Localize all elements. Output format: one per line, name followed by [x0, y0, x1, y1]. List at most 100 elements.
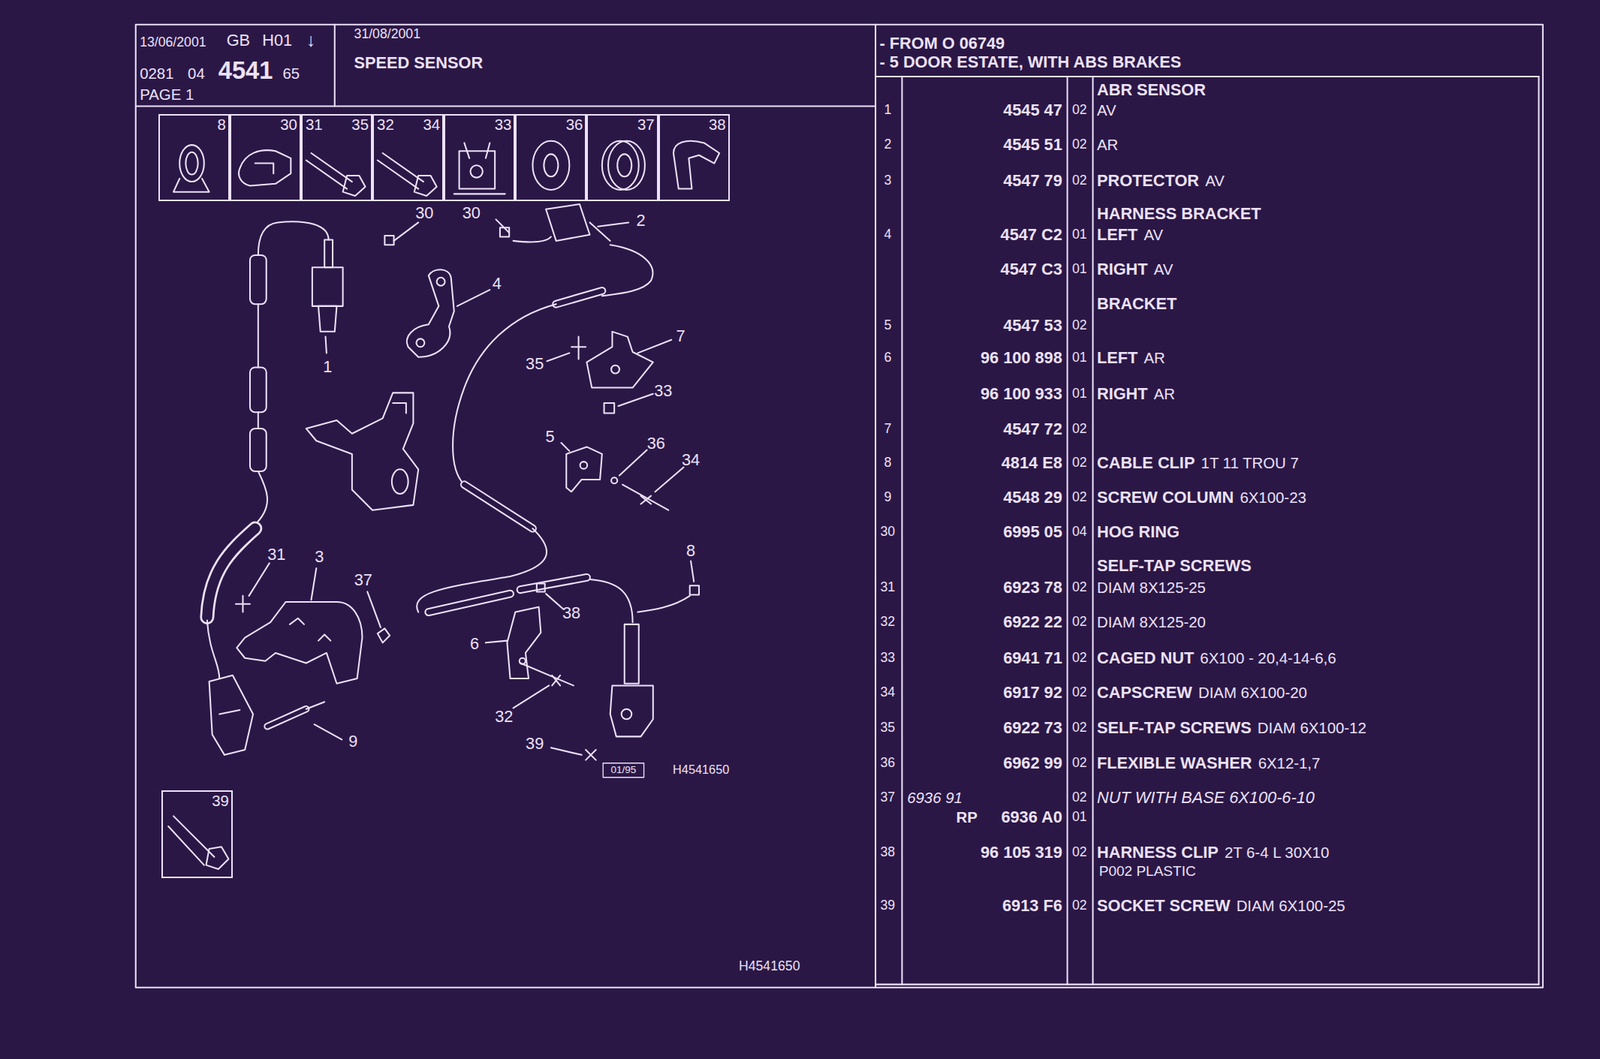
header-field: 04 — [187, 65, 205, 82]
parts-table-cell: AV — [1205, 171, 1225, 189]
callout-number: 30 — [462, 204, 481, 223]
parts-table-cell: 30 — [880, 525, 896, 540]
header-field: 65 — [282, 65, 300, 82]
parts-table-cell: 4547 C2 — [1000, 225, 1063, 245]
parts-table-cell: ABR SENSOR — [1096, 81, 1206, 100]
parts-table-cell: 4545 51 — [1003, 135, 1063, 154]
parts-table-cell: DIAM 8X125-20 — [1096, 614, 1206, 631]
callout-number: 5 — [545, 427, 555, 446]
callout-number: 2 — [635, 211, 645, 230]
part-icon-cell: 8 — [158, 114, 230, 202]
parts-table-cell: SOCKET SCREW — [1096, 897, 1231, 916]
parts-table-cell: 01 — [1072, 262, 1088, 277]
parts-table-cell: 02 — [1072, 318, 1088, 333]
callout-number: 33 — [653, 382, 672, 401]
parts-table-cell: 02 — [1072, 756, 1088, 771]
parts-table-cell: NUT WITH BASE 6X100-6-10 — [1096, 789, 1315, 808]
parts-table-cell: 4548 29 — [1003, 488, 1063, 507]
front-sensor-cable — [207, 221, 344, 756]
parts-table-cell: SELF-TAP SCREWS — [1096, 557, 1252, 576]
parts-table-cell: 4814 E8 — [1001, 454, 1063, 473]
callout-number: 39 — [525, 735, 544, 754]
parts-table-cell: RIGHT — [1096, 385, 1149, 404]
header-field: PAGE 1 — [139, 86, 194, 103]
callout-number: 32 — [376, 116, 395, 133]
parts-table-cell: 6X100 - 20,4-14-6,6 — [1199, 649, 1336, 666]
part-icon-cell: 32 34 — [372, 114, 444, 202]
parts-table-cell: AR — [1143, 349, 1165, 367]
drawing-reference: H4541650 — [738, 960, 801, 975]
parts-table-cell: 6913 F6 — [1002, 897, 1063, 916]
parts-table-cell: 6936 91 — [906, 789, 963, 807]
part-icon-cell: 38 — [658, 114, 730, 202]
parts-table-cell: AV — [1143, 225, 1164, 243]
parts-table-cell: 01 — [1072, 810, 1088, 825]
parts-table-cell: 8 — [883, 455, 892, 471]
parts-table-cell: AV — [1154, 261, 1174, 278]
callout-number: 38 — [562, 604, 581, 623]
parts-table-cell: 02 — [1072, 650, 1088, 666]
header-field: H01 — [262, 31, 293, 50]
parts-table-cell: 2T 6-4 L 30X10 — [1224, 844, 1329, 862]
parts-table-cell: 6922 73 — [1003, 719, 1063, 738]
callout-number: 33 — [494, 116, 513, 133]
callout-number: 3 — [314, 548, 324, 567]
callout-number: 9 — [348, 732, 358, 751]
part-icon-cell: 37 — [586, 114, 658, 202]
parts-table-cell: 4547 79 — [1003, 171, 1063, 190]
callout-number: 36 — [647, 434, 666, 453]
parts-table-cell: DIAM 6X100-20 — [1198, 684, 1308, 702]
parts-table-cell: HARNESS BRACKET — [1096, 204, 1262, 223]
header-field: - 5 DOOR ESTATE, WITH ABS BRAKES — [879, 53, 1182, 72]
parts-table-cell: 6X100-23 — [1239, 489, 1306, 507]
parts-table-cell: 4547 72 — [1003, 420, 1063, 439]
parts-table-cell: SELF-TAP SCREWS — [1096, 719, 1252, 738]
parts-table-cell: 02 — [1072, 137, 1088, 152]
callout-number: 39 — [211, 792, 230, 810]
parts-table-cell: 6962 99 — [1003, 754, 1063, 773]
parts-table-cell: 37 — [880, 790, 896, 805]
callout-number: 8 — [686, 542, 696, 561]
parts-table-cell: 02 — [1072, 455, 1088, 471]
callout-number: 35 — [351, 116, 369, 133]
header-field: 31/08/2001 — [354, 27, 421, 42]
parts-table-cell: 38 — [880, 845, 896, 860]
parts-table-cell: 02 — [1072, 685, 1088, 700]
parts-table-cell: DIAM 6X100-25 — [1236, 897, 1346, 915]
callout-number: 37 — [354, 571, 373, 590]
callout-number: 38 — [708, 116, 727, 133]
parts-table-cell: 31 — [880, 580, 896, 595]
part-icon-cell: 30 — [229, 114, 302, 202]
header-field: 4541 — [218, 57, 274, 85]
parts-table-cell: 01 — [1072, 227, 1088, 242]
parts-table-cell: 02 — [1072, 898, 1088, 913]
parts-table-cell: AR — [1096, 136, 1118, 154]
parts-table-cell: 6995 05 — [1003, 523, 1063, 542]
callout-number: 8 — [216, 116, 226, 133]
parts-table-cell: 6917 92 — [1003, 683, 1063, 703]
parts-table-cell: 6941 71 — [1003, 649, 1063, 668]
part-icon-cell: 3135 — [301, 114, 373, 202]
parts-table-cell: CAGED NUT — [1096, 649, 1194, 668]
parts-table-cell: 4 — [883, 227, 892, 242]
brackets — [236, 269, 653, 684]
parts-table-cell: 02 — [1072, 721, 1088, 736]
parts-table-cell: P002 PLASTIC — [1099, 863, 1197, 880]
callout-number: 1 — [322, 358, 332, 377]
parts-table-cell: 1 — [883, 102, 892, 118]
parts-table-cell: FLEXIBLE WASHER — [1096, 754, 1253, 773]
parts-table-cell: 96 100 898 — [980, 349, 1063, 368]
parts-table-cell: 01 — [1072, 386, 1088, 401]
parts-table-cell: 7 — [883, 421, 892, 437]
parts-table-cell: 6922 22 — [1003, 613, 1063, 632]
parts-table-cell: 4547 C3 — [1000, 260, 1063, 279]
drawing-reference: H4541650 — [672, 763, 730, 778]
parts-table-cell: DIAM 8X125-25 — [1096, 579, 1206, 597]
parts-table-cell: 02 — [1072, 614, 1088, 630]
parts-table-cell: 2 — [883, 137, 892, 152]
part-icon-cell: 33 — [443, 114, 516, 202]
callout-number: 31 — [267, 545, 286, 564]
parts-table-cell: 6923 78 — [1003, 578, 1063, 597]
callout-number: 34 — [423, 116, 441, 133]
